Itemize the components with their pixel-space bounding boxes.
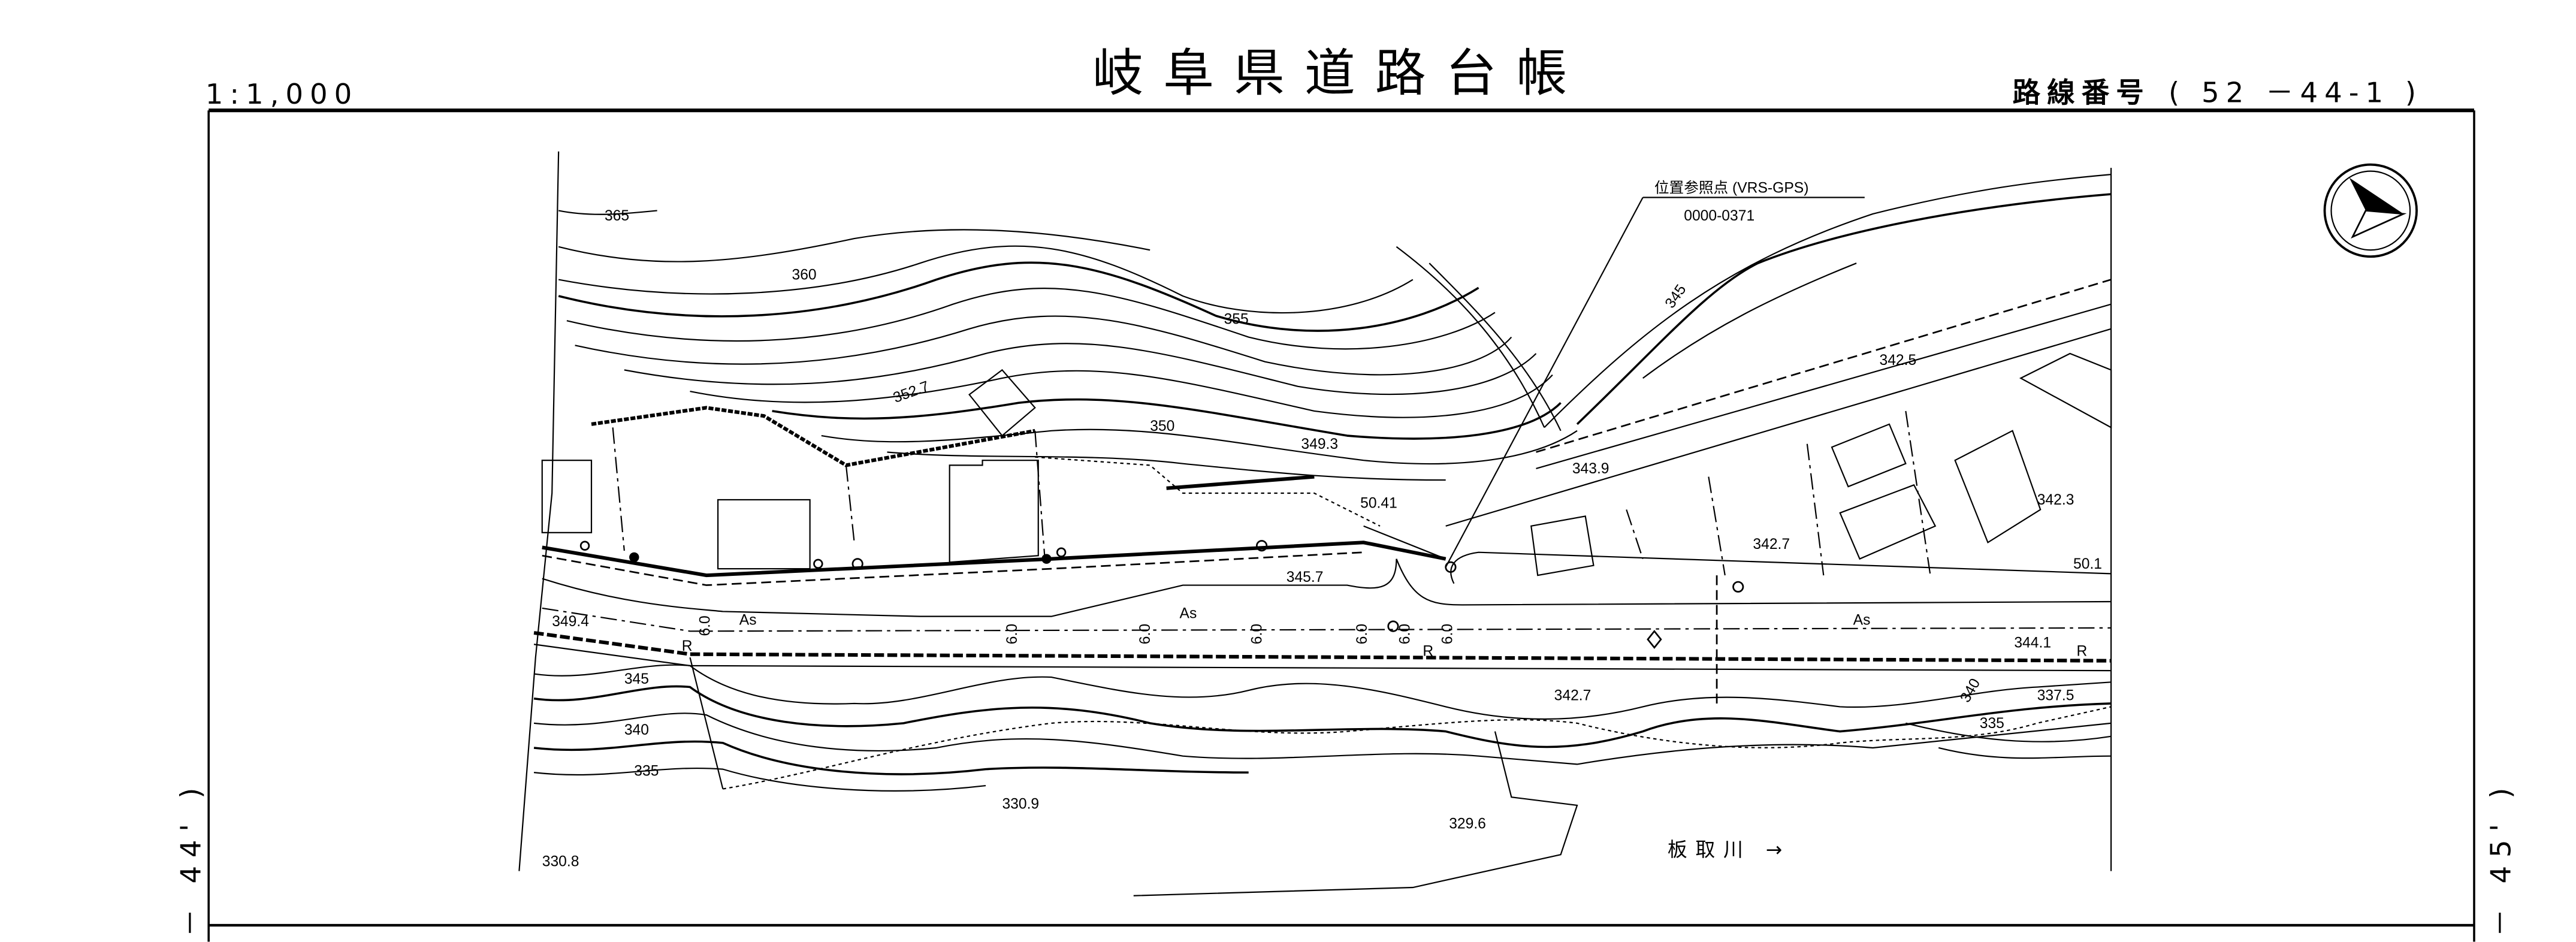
contour-label-350: 350 (1150, 418, 1174, 434)
rail-marker: R (682, 638, 693, 654)
contour-lines-lower (533, 657, 2112, 896)
pavement-label-2: As (1180, 605, 1197, 621)
contour-label-345-lower: 345 (624, 671, 649, 687)
reference-point-label: 位置参照点 (VRS-GPS) (1654, 179, 1809, 196)
elevation-344-1: 344.1 (2014, 635, 2051, 651)
rail-marker: R (1423, 643, 1433, 659)
elevation-349-4: 349.4 (552, 614, 589, 630)
utility-pole-icons (579, 540, 1744, 649)
contour-label-335-right: 335 (1980, 715, 2004, 732)
elevation-345-7: 345.7 (1287, 569, 1324, 585)
road-width-label: 6.0 (1440, 624, 1456, 644)
road-width-label: 6.0 (697, 615, 713, 636)
elevation-329-6: 329.6 (1449, 816, 1486, 832)
station-50-41: 50.41 (1360, 496, 1397, 512)
elevation-330-8: 330.8 (542, 853, 579, 869)
map-area: 365 360 355 350 345 345 340 335 340 335 … (518, 151, 2112, 896)
elevation-330-9: 330.9 (1002, 796, 1039, 812)
road-width-label: 6.0 (1137, 624, 1153, 644)
property-boundaries (591, 279, 2112, 576)
contour-label-340-left: 340 (624, 722, 649, 738)
road-width-label: 6.0 (1354, 624, 1370, 644)
elevation-349-3: 349.3 (1301, 436, 1338, 452)
road-width-label: 6.0 (1004, 624, 1020, 644)
buildings (541, 352, 2112, 576)
river-label: 板取川 → (1668, 838, 1790, 861)
elevation-337-5: 337.5 (2037, 687, 2074, 704)
elevation-342-7-lower: 342.7 (1554, 687, 1591, 704)
contour-label-365: 365 (605, 208, 629, 224)
road-width-label: 6.0 (1249, 624, 1266, 644)
pavement-label-1: As (739, 612, 757, 628)
route-number-value: ( 52 －44-1 ) (2169, 76, 2423, 108)
contour-label-360: 360 (792, 267, 817, 283)
scale-label: 1:1,000 (206, 78, 358, 110)
sheet-frame (207, 108, 2475, 942)
elevation-343-9: 343.9 (1572, 461, 1609, 477)
station-50-1: 50.1 (2073, 556, 2102, 572)
north-arrow-icon (2323, 163, 2418, 258)
elevation-342-3: 342.3 (2037, 492, 2074, 508)
rail-marker: R (2077, 643, 2088, 659)
pavement-label-3: As (1853, 612, 1871, 628)
map-labels: 365 360 355 350 345 345 340 335 340 335 … (542, 179, 2102, 869)
reference-point-id: 0000-0371 (1684, 208, 1754, 224)
road-width-label: 6.0 (1397, 624, 1413, 644)
left-sheet-index: － 44' ) (174, 780, 207, 937)
route-number-label: 路線番号 (2013, 76, 2151, 108)
page-title: 岐阜県道路台帳 (1092, 44, 1587, 103)
contour-label-345-upper: 345 (1662, 282, 1690, 311)
contour-label-355: 355 (1224, 312, 1249, 328)
contour-label-335-left: 335 (634, 763, 659, 780)
elevation-342-5: 342.5 (1880, 352, 1917, 369)
right-sheet-index: － 45' ) (2484, 780, 2517, 937)
elevation-342-7-upper: 342.7 (1753, 536, 1790, 552)
contour-label-340-right: 340 (1957, 676, 1983, 705)
elevation-352-7: 352.7 (891, 378, 931, 406)
contour-lines-upper (558, 174, 2112, 481)
